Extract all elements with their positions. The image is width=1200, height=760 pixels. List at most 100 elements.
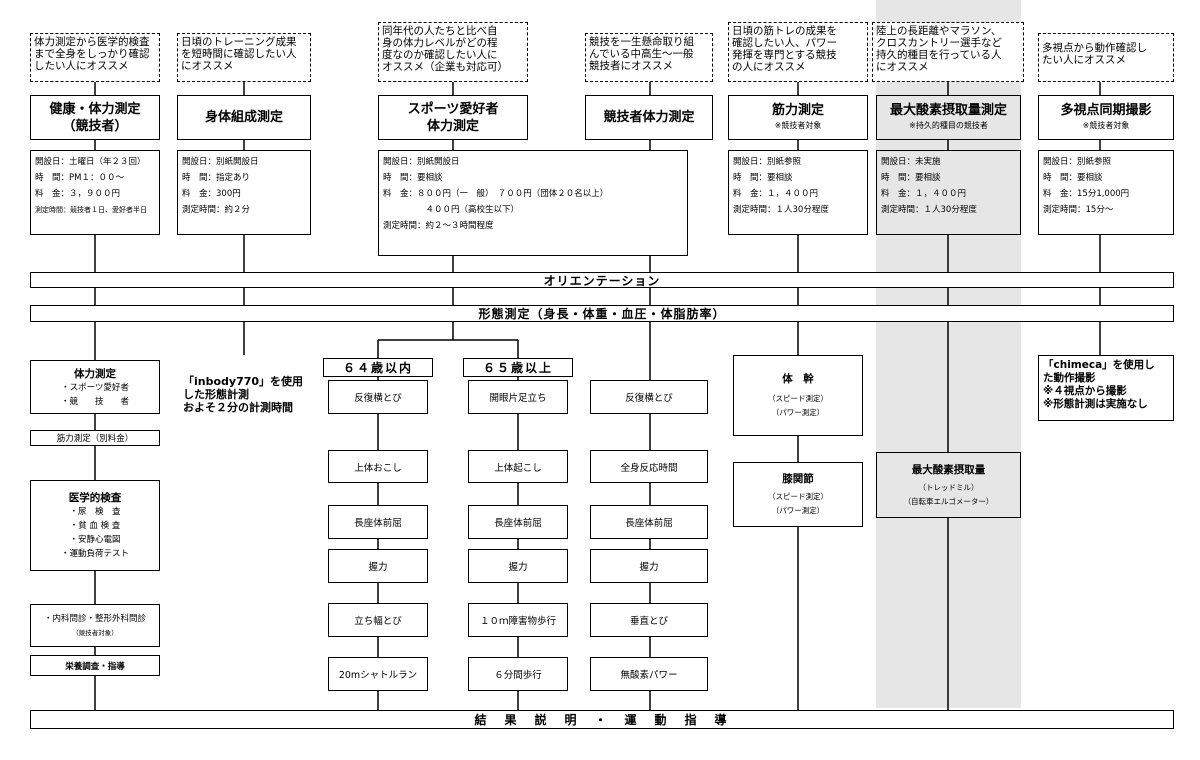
- target-line: 度なのか確認したい人に: [382, 49, 498, 61]
- course-title-sports-fitness[interactable]: スポーツ愛好者体力測定: [378, 95, 528, 140]
- trunk-test-box: 体 幹（スピード測定）（パワー測定）: [733, 355, 863, 436]
- inbody-note-line: した形態計測: [183, 388, 249, 401]
- test-item-under: 長座体前屈: [328, 505, 428, 539]
- course-subtitle: ※持久的種目の競技者: [909, 121, 988, 130]
- target-note-sports-fitness: 同年代の人たちと比べ自身の体力レベルがどの程度なのか確認したい人にオススメ（企業…: [378, 22, 528, 82]
- test-item-over: 上体起こし: [468, 450, 568, 483]
- schedule-line: 料 金：300円: [182, 189, 241, 199]
- target-line: たい人にオススメ: [1042, 54, 1126, 66]
- target-line: 同年代の人たちと比べ自: [382, 25, 498, 37]
- target-note-athlete: 競技を一生懸命取り組んでいる中高生～一般競技者にオススメ: [585, 33, 713, 82]
- target-note-strength: 日頃の筋トレの成果を確認したい人、パワー発揮を専門とする競技の人にオススメ: [728, 22, 868, 82]
- target-note-health: 体力測定から医学的検査まで全身をしっかり確認したい人にオススメ: [30, 33, 160, 82]
- test-item-athlete: 握力: [590, 549, 708, 583]
- course-title-strength[interactable]: 筋力測定※競技者対象: [728, 95, 868, 140]
- course-title-multiview[interactable]: 多視点同期撮影※競技者対象: [1038, 95, 1174, 140]
- medical-exam-item: ・運動負荷テスト: [60, 549, 129, 559]
- schedule-line: 開設日：土曜日（年２３回）: [35, 157, 146, 167]
- target-line: にオススメ: [181, 60, 234, 72]
- course-title-line: 健康・体力測定: [49, 101, 141, 117]
- test-item-under: 反復横とび: [328, 380, 428, 414]
- vo2max-test-title: 最大酸素摂取量: [911, 463, 986, 476]
- inbody-note-line: およそ２分の計測時間: [183, 401, 293, 414]
- nutrition-box: 栄養調査・指導: [30, 655, 160, 676]
- test-item-over: 長座体前屈: [468, 505, 568, 539]
- interview-line: ・内科問診・整形外科問診: [43, 613, 146, 624]
- course-title-line: 競技者体力測定: [603, 110, 695, 125]
- medical-exam-item: ・尿 検 査: [69, 507, 121, 517]
- knee-test-line: （スピード測定）: [768, 492, 828, 501]
- test-item-athlete: 垂直とび: [590, 603, 708, 637]
- schedule-line: 時 間：PM１：００～: [35, 173, 124, 183]
- course-title-line: 体力測定: [426, 118, 479, 134]
- vo2max-test-line: （トレッドミル）: [918, 482, 979, 492]
- target-line: にオススメ: [876, 61, 929, 73]
- chimeca-note-line: ※４視点から撮影: [1043, 385, 1127, 397]
- target-note-vo2max: 陸上の長距離やマラソン、クロスカントリー選手など持久的種目を行っている人にオスス…: [872, 22, 1024, 82]
- target-line: 競技者にオススメ: [589, 60, 673, 72]
- schedule-line: 開設日：別紙開設日: [383, 157, 460, 167]
- schedule-multiview: 開設日：別紙参照時 間：要相談料 金：15分1,000円測定時間：15分～: [1038, 150, 1174, 235]
- schedule-line: 測定時間：15分～: [1043, 205, 1114, 215]
- trunk-test-line: （パワー測定）: [771, 408, 825, 417]
- schedule-line: 測定時間：１人30分程度: [733, 205, 829, 215]
- knee-test-title: 膝関節: [782, 473, 814, 485]
- target-line: オススメ（企業も対応可）: [382, 61, 508, 73]
- target-line: 確認したい人、パワー: [732, 37, 837, 49]
- interview-box: ・内科問診・整形外科問診（競技者対象）: [30, 604, 160, 647]
- target-note-multiview: 多視点から動作確認したい人にオススメ: [1038, 33, 1174, 82]
- target-line: まで全身をしっかり確認: [34, 48, 150, 60]
- schedule-line: 料 金：３，９００円: [35, 189, 121, 199]
- course-title-health[interactable]: 健康・体力測定（競技者）: [30, 95, 160, 140]
- test-item-over: 握力: [468, 549, 568, 583]
- target-line: を短時間に確認したい人: [181, 48, 297, 60]
- target-line: の人にオススメ: [732, 61, 806, 73]
- fitness-test-box: 体力測定・スポーツ愛好者・競 技 者: [30, 360, 160, 414]
- schedule-line: 料 金：１，４００円: [733, 189, 819, 199]
- target-line: 陸上の長距離やマラソン、: [876, 25, 1002, 37]
- vo2max-test-line: （自転車エルゴメーター）: [903, 496, 994, 506]
- medical-exam-title: 医学的検査: [68, 492, 122, 504]
- schedule-health: 開設日：土曜日（年２３回）時 間：PM１：００～料 金：３，９００円測定時間：競…: [30, 150, 160, 235]
- schedule-strength: 開設日：別紙参照時 間：要相談料 金：１，４００円測定時間：１人30分程度: [728, 150, 868, 235]
- orientation-bar: オリエンテーション: [30, 272, 1174, 288]
- course-title-line: スポーツ愛好者: [407, 101, 499, 117]
- target-line: クロスカントリー選手など: [876, 37, 1002, 49]
- schedule-line: 開設日：未実施: [881, 157, 941, 167]
- target-line: 競技を一生懸命取り組: [589, 36, 694, 48]
- target-line: 多視点から動作確認し: [1042, 42, 1147, 54]
- result-guidance-bar: 結 果 説 明 ・ 運 動 指 導: [30, 710, 1174, 729]
- chimeca-note-box: 「chimeca」を使用した動作撮影※４視点から撮影※形態計測は実施なし: [1038, 355, 1174, 421]
- course-title-body-composition[interactable]: 身体組成測定: [177, 95, 311, 140]
- target-line: 持久的種目を行っている人: [876, 49, 1002, 61]
- test-item-over: ６分間歩行: [468, 657, 568, 691]
- test-item-under: 20mシャトルラン: [328, 657, 428, 691]
- strength-extra-box: 筋力測定（別料金）: [30, 430, 160, 446]
- morphology-bar: 形態測定（身長・体重・血圧・体脂肪率）: [30, 305, 1174, 322]
- target-line: んでいる中高生～一般: [589, 48, 694, 60]
- schedule-line: 料 金：８００円（一 般） ７００円（団体２０名以上）: [383, 189, 609, 199]
- test-item-under: 上体おこし: [328, 450, 428, 483]
- schedule-line: 開設日：別紙参照: [1043, 157, 1112, 167]
- medical-exam-box: 医学的検査・尿 検 査・貧 血 検 査・安静心電図・運動負荷テスト: [30, 480, 160, 571]
- target-line: 体力測定から医学的検査: [34, 36, 150, 48]
- course-title-athlete[interactable]: 競技者体力測定: [585, 95, 713, 140]
- course-title-line: （競技者）: [62, 118, 128, 134]
- target-line: 身の体力レベルがどの程: [382, 37, 498, 49]
- fitness-test-title: 体力測定: [74, 367, 116, 380]
- schedule-line: 時 間：要相談: [733, 173, 793, 183]
- inbody-note-line: 「inbody770」を使用: [183, 375, 304, 388]
- course-title-line: 身体組成測定: [204, 110, 283, 125]
- target-note-body-composition: 日頃のトレーニング成果を短時間に確認したい人にオススメ: [177, 33, 311, 82]
- test-item-over: 開眼片足立ち: [468, 380, 568, 414]
- course-title-line: 最大酸素摂取量測定: [889, 103, 1007, 118]
- schedule-line: 測定時間：約２～３時間程度: [383, 221, 494, 231]
- schedule-line: 開設日：別紙参照: [733, 157, 802, 167]
- course-title-vo2max[interactable]: 最大酸素摂取量測定 ※持久的種目の競技者: [876, 95, 1021, 140]
- schedule-vo2max: 開設日：未実施時 間：要相談料 金：１，４００円測定時間：１人30分程度: [876, 150, 1021, 235]
- inbody-note: 「inbody770」を使用した形態計測およそ２分の計測時間: [183, 375, 313, 425]
- course-subtitle: ※競技者対象: [774, 121, 822, 130]
- trunk-test-title: 体 幹: [782, 373, 814, 385]
- schedule-line: ４００円（高校生以下）: [383, 205, 520, 215]
- target-line: したい人にオススメ: [34, 60, 129, 72]
